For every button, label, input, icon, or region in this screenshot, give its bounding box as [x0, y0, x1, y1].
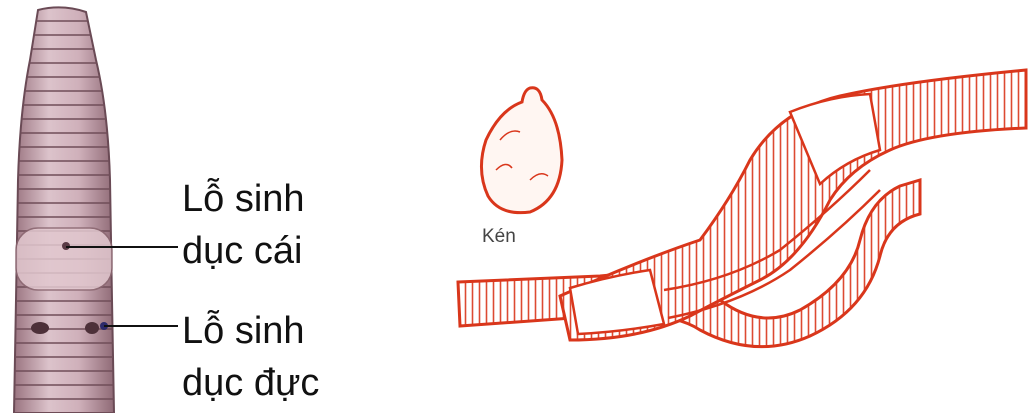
clitellum — [16, 228, 112, 290]
ventral-spot — [85, 322, 99, 334]
female-pore-label-line1: Lỗ sinh — [182, 176, 305, 222]
earthworm-figure — [14, 7, 114, 413]
cocoon-outline — [481, 88, 562, 213]
ventral-spot — [31, 322, 49, 334]
male-pore-label-line2: dục đực — [182, 360, 319, 406]
cocoon-label: Kén — [482, 226, 516, 248]
earthworm-rings — [14, 7, 114, 413]
male-pore-label-line1: Lỗ sinh — [182, 308, 305, 354]
female-pore-label-line2: dục cái — [182, 228, 302, 274]
cocoon-figure — [481, 88, 562, 213]
